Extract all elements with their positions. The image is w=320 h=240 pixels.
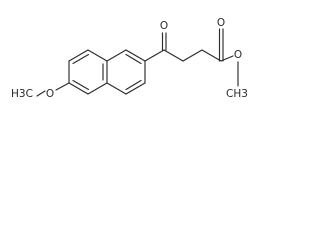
bond [125, 53, 142, 65]
bond [87, 49, 108, 62]
bond [36, 90, 46, 97]
bond [201, 49, 222, 62]
bond [68, 49, 89, 62]
atom-ester-methyl: CH3 [226, 88, 248, 100]
atom-ester-oxygen: O [234, 49, 242, 61]
bond [106, 82, 127, 95]
bond [72, 53, 90, 65]
bond [125, 82, 146, 95]
bond [125, 79, 142, 91]
bond [182, 49, 203, 62]
atom-ether-methyl: H3C [11, 88, 33, 100]
bond [72, 79, 90, 91]
bond [68, 82, 89, 95]
atom-ketone-oxygen: O [160, 20, 168, 32]
bond [144, 49, 165, 62]
atom-ester-carbonyl-oxygen: O [217, 17, 225, 29]
bond [163, 49, 184, 62]
atom-ether-oxygen: O [46, 88, 54, 100]
bond [125, 49, 146, 62]
bond [220, 55, 234, 62]
structure-canvas: O O O CH3 O H3C [0, 0, 259, 125]
molecule-structure: O O O CH3 O H3C [11, 17, 248, 100]
bond [55, 82, 70, 91]
bond [87, 82, 108, 95]
bond [106, 49, 127, 62]
